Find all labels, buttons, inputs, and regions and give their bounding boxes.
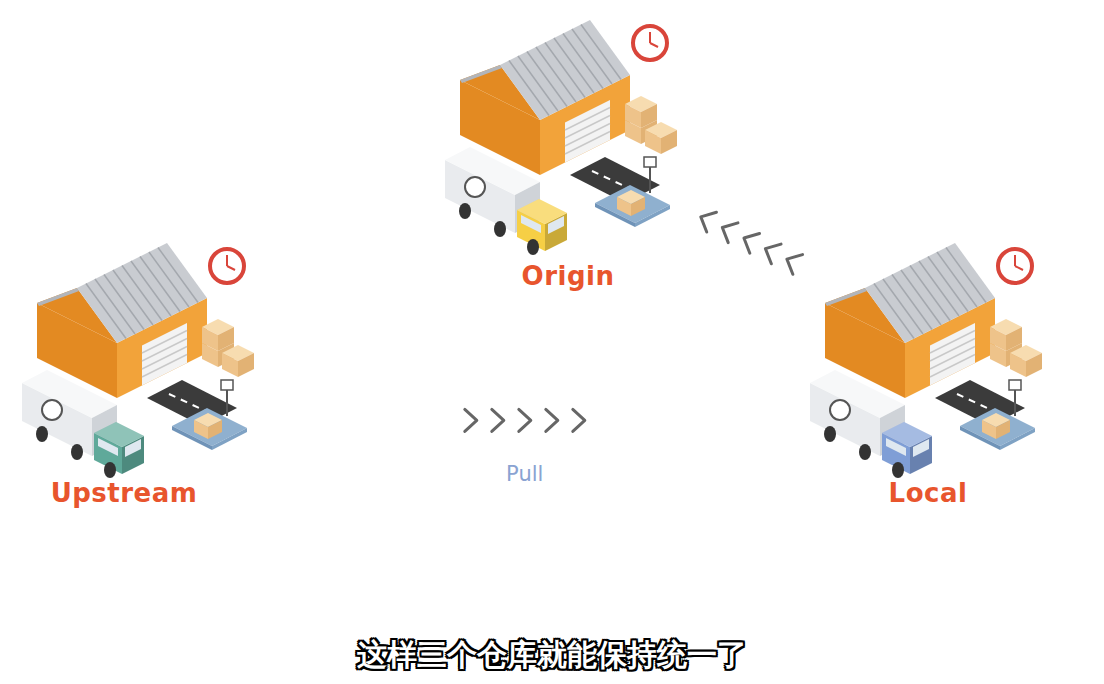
chevron-mark [519, 409, 531, 431]
subtitle-caption: 这样三个仓库就能保持统一了 [0, 636, 1104, 674]
warehouse-node: Local [806, 228, 1051, 515]
chevron-arrow [696, 207, 803, 274]
chevron-mark [782, 249, 802, 274]
warehouse-icon [810, 243, 1042, 478]
warehouse-label: Upstream [51, 478, 198, 509]
chevron-arrow [465, 409, 585, 431]
edge-label: Pull [503, 462, 546, 487]
chevron-mark [573, 409, 585, 431]
chevron-mark [465, 409, 477, 431]
warehouse-node: Origin [443, 5, 693, 298]
warehouse-icon [22, 243, 254, 478]
warehouse-label: Origin [522, 261, 615, 292]
warehouse-label: Local [889, 478, 968, 509]
chevron-mark [761, 239, 781, 264]
warehouse-node: Upstream [4, 228, 244, 515]
chevron-mark [739, 228, 759, 253]
chevron-mark [696, 207, 716, 232]
chevron-mark [492, 409, 504, 431]
chevron-mark [717, 218, 737, 243]
warehouse-icon [445, 20, 677, 255]
chevron-mark [546, 409, 558, 431]
